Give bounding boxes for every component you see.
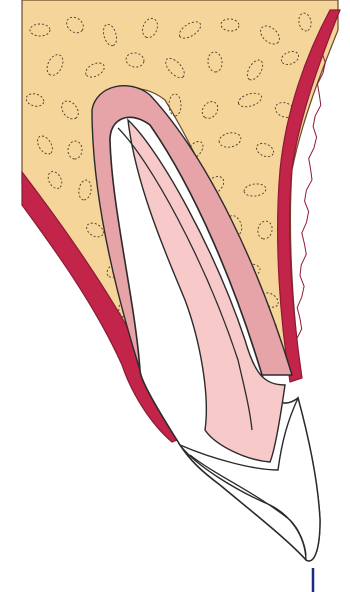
tooth-cross-section	[0, 0, 350, 592]
tooth-section-diagram	[0, 0, 350, 592]
